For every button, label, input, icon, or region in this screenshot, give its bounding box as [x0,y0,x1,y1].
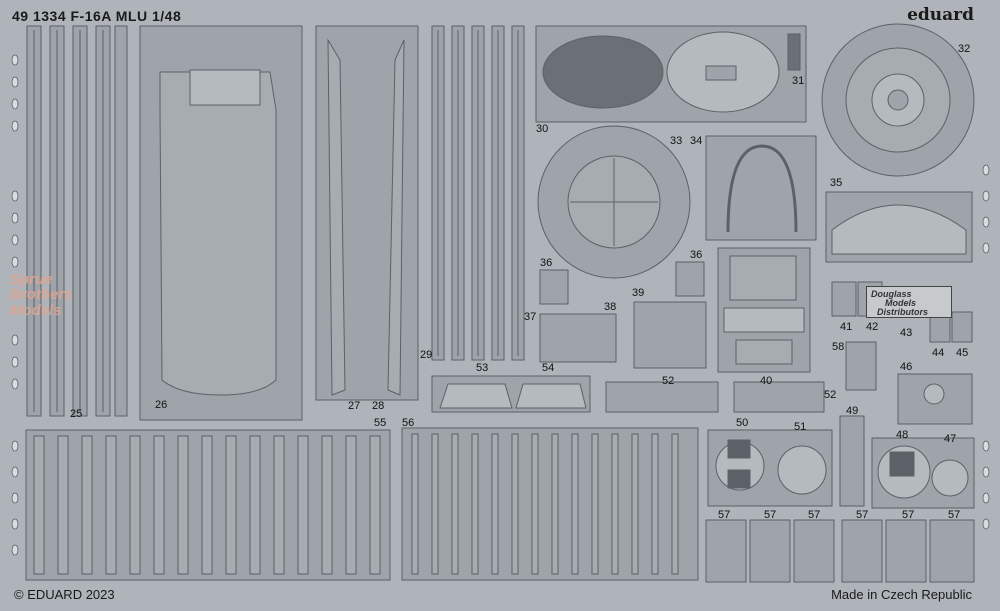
part-46 [897,373,973,425]
part-number: 41 [840,321,853,333]
part-27-28-rails [315,25,419,401]
part-40 [733,381,825,413]
part-number: 26 [155,399,168,411]
part-26-panel [139,25,303,421]
part-number: 36 [540,257,553,269]
part-35 [825,191,973,263]
part-number: 57 [856,509,869,521]
part-number: 54 [542,362,555,374]
part-49 [839,415,865,507]
part-30-31 [535,25,807,123]
parts-50-51 [707,429,833,507]
part-number: 57 [764,509,777,521]
part-number: 55 [374,417,387,429]
part-number: 46 [900,361,913,373]
part-33-disc [537,125,691,279]
part-32-disc [821,23,975,177]
part-number: 30 [536,123,549,135]
stamp-line-1: Douglass [871,289,912,299]
part-number: 36 [690,249,703,261]
part-number: 57 [948,509,961,521]
watermark-line-1: Sprue [10,271,53,288]
parts-47-48 [871,437,975,509]
part-number: 50 [736,417,749,429]
watermark-line-2: Brothers [10,286,73,303]
part-number: 57 [718,509,731,521]
part-52a [605,381,719,413]
part-number: 42 [866,321,879,333]
parts-53-54 [431,375,591,413]
distributor-stamp: Douglass Models Distributors [866,286,952,318]
part-number: 34 [690,135,703,147]
part-25-strips [26,25,128,417]
part-number: 33 [670,135,683,147]
part-34 [705,135,817,241]
made-in-text: Made in Czech Republic [831,587,972,602]
part-number: 27 [348,400,361,412]
part-number: 52 [824,389,837,401]
part-number: 45 [956,347,969,359]
part-number: 56 [402,417,415,429]
copyright-text: © EDUARD 2023 [14,587,115,602]
part-number: 28 [372,400,385,412]
part-number: 58 [832,341,845,353]
stamp-line-2: Models [885,298,917,308]
part-number: 32 [958,43,971,55]
part-number: 48 [896,429,909,441]
part-number: 25 [70,408,83,420]
part-number: 31 [792,75,805,87]
part-number: 43 [900,327,913,339]
part-number: 38 [604,301,617,313]
part-number: 35 [830,177,843,189]
part-58 [845,341,877,391]
part-number: 29 [420,349,433,361]
part-number: 39 [632,287,645,299]
part-number: 57 [902,509,915,521]
stamp-line-3: Distributors [877,307,929,317]
edge-markers [11,54,990,556]
strip-detail-lines [33,30,519,412]
slat-pattern [33,433,679,575]
part-number: 49 [846,405,859,417]
part-number: 37 [524,311,537,323]
sheet-title: 49 1334 F-16A MLU 1/48 [12,8,182,24]
part-29-strips [431,25,525,361]
part-number: 52 [662,375,675,387]
parts-36-39 [539,261,707,369]
watermark-line-3: Models [10,302,62,319]
part-57-row [705,519,975,583]
part-number: 47 [944,433,957,445]
part-seat [717,247,811,373]
part-number: 57 [808,509,821,521]
part-number: 51 [794,421,807,433]
brand-logo-text: eduard [907,5,974,25]
part-number: 44 [932,347,945,359]
part-56-strips [401,427,699,581]
part-number: 53 [476,362,489,374]
part-number: 40 [760,375,773,387]
